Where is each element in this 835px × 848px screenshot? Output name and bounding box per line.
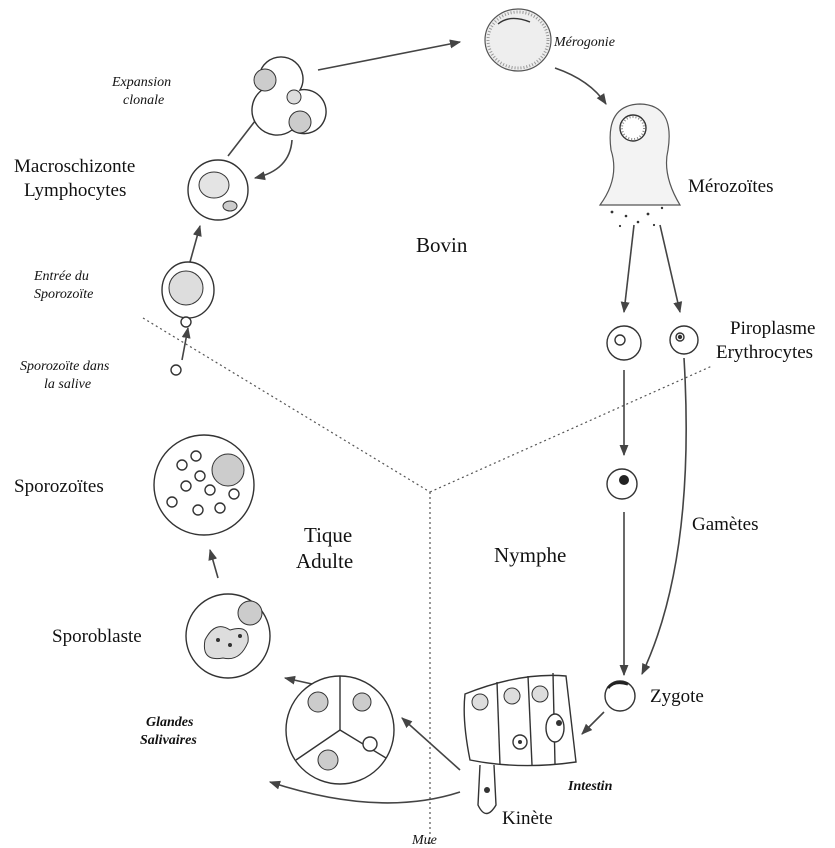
label-kinete: Kinète	[502, 808, 553, 829]
label-intestin: Intestin	[567, 779, 613, 794]
host-dividers	[143, 318, 712, 845]
arrow-sporoblaste-to-sporozoites	[210, 550, 218, 578]
arrow-merozoite-to-piroplasme-right	[660, 225, 680, 312]
zygote-cell	[605, 681, 635, 711]
arrow-expansion-to-merogonie	[318, 42, 460, 70]
label-macroschizonte-1: Macroschizonte	[14, 156, 135, 177]
label-expansion-2: clonale	[123, 93, 164, 108]
gamete-cell	[607, 469, 637, 499]
arrow-erythrocyte-to-zygote	[642, 358, 686, 674]
merogonie-cell	[485, 9, 551, 71]
label-entree-2: Sporozoïte	[34, 287, 93, 302]
expansion-clonale-cell	[252, 57, 326, 135]
arrow-merogonie-to-merozoite	[555, 68, 606, 104]
entree-sporozoite-cell	[162, 262, 214, 327]
divider-bovin-nymphe	[430, 366, 712, 492]
arrow-merozoite-to-piroplasme-left	[624, 225, 634, 312]
label-mue: Mue	[411, 833, 437, 848]
macroschizonte-cell	[188, 160, 248, 220]
label-tique-2: Adulte	[296, 549, 353, 573]
label-gametes: Gamètes	[692, 514, 758, 535]
label-entree-1: Entrée du	[33, 269, 89, 284]
label-sporozoite-salive-2: la salive	[44, 377, 91, 392]
intestin-epithelium	[464, 673, 576, 814]
label-glandes-2: Salivaires	[140, 733, 197, 748]
label-sporozoite-salive-1: Sporozoïte dans	[20, 359, 110, 374]
label-sporozoites: Sporozoïtes	[14, 476, 104, 497]
arrow-sporozoite-to-entree	[182, 328, 188, 360]
label-piroplasme-1: Piroplasme	[730, 318, 816, 339]
label-bovin: Bovin	[416, 233, 468, 257]
piroplasme-erythrocytes	[607, 326, 698, 360]
label-macroschizonte-2: Lymphocytes	[24, 180, 126, 201]
arrow-kinete-to-glandes	[402, 718, 460, 770]
arrow-mue	[270, 782, 460, 803]
label-expansion-1: Expansion	[111, 75, 171, 90]
sporozoites-acinus	[154, 435, 254, 535]
sporozoite-saliva	[171, 365, 181, 375]
label-glandes-1: Glandes	[146, 715, 194, 730]
diagram-labels: Mérogonie Expansion clonale Macroschizon…	[14, 35, 816, 848]
arrow-expansion-to-macroschizonte	[255, 140, 292, 178]
label-merogonie: Mérogonie	[553, 35, 615, 50]
merozoites-cell	[600, 104, 680, 227]
label-tique-1: Tique	[304, 523, 352, 547]
glandes-salivaires	[286, 676, 394, 784]
label-zygote: Zygote	[650, 686, 704, 707]
arrow-entree-to-macroschizonte	[190, 226, 200, 262]
label-piroplasme-2: Erythrocytes	[716, 342, 813, 363]
sporoblaste-cell	[186, 594, 270, 678]
label-sporoblaste: Sporoblaste	[52, 626, 142, 647]
label-nymphe: Nymphe	[494, 543, 566, 567]
label-merozoites: Mérozoïtes	[688, 176, 773, 197]
arrow-zygote-to-intestin	[582, 712, 604, 734]
